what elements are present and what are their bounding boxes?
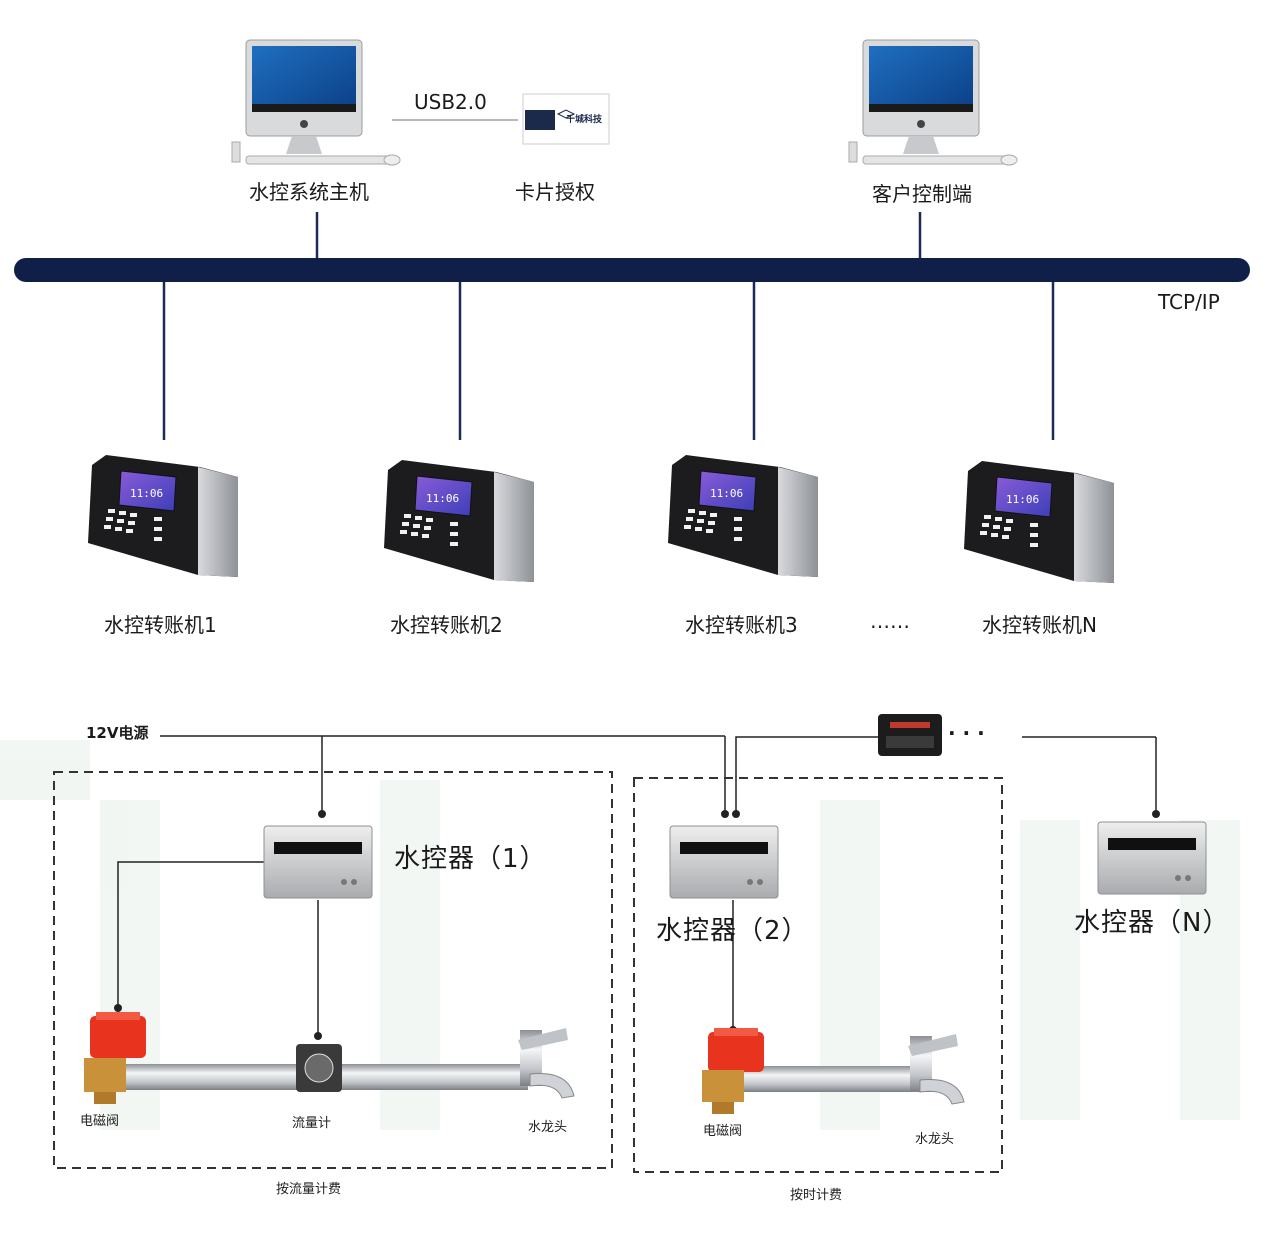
terminal-2-label: 水控转账机2 (390, 613, 503, 637)
water-controller-1-icon (263, 825, 373, 899)
faucet-1-icon (518, 1028, 575, 1099)
group-flow-label: 按流量计费 (276, 1182, 342, 1197)
usb-label: USB2.0 (414, 90, 487, 114)
valve-2-label: 电磁阀 (703, 1124, 743, 1139)
group-flow-billing-box (53, 771, 613, 1169)
faucet-2-icon (908, 1034, 965, 1105)
host-computer-icon (231, 39, 401, 166)
solenoid-valve-2-icon (708, 1032, 764, 1072)
client-computer-icon (848, 39, 1018, 166)
transfer-terminal-1-icon: 11:06 (88, 455, 238, 577)
pipe-assembly-2 (702, 1028, 965, 1114)
tap-2-label: 水龙头 (915, 1132, 955, 1147)
power-label: 12V电源 (86, 724, 149, 742)
solenoid-valve-1-icon (90, 1016, 146, 1058)
controller-1-label: 水控器（1） (394, 844, 547, 874)
transfer-terminal-2-icon (383, 459, 535, 583)
power-dots: · · · (948, 721, 985, 745)
controller-n-label: 水控器（N） (1074, 908, 1230, 938)
tcp-ip-label: TCP/IP (1158, 290, 1220, 314)
terminal-n-label: 水控转账机N (982, 613, 1097, 637)
terminal-1-label: 水控转账机1 (104, 613, 217, 637)
card-auth-label: 卡片授权 (515, 180, 595, 204)
transfer-terminal-n-icon (963, 460, 1115, 584)
power-supply-icon (878, 714, 942, 756)
background-watermark (0, 740, 1240, 1130)
flowmeter-icon (296, 1044, 342, 1092)
host-label: 水控系统主机 (249, 180, 369, 204)
water-controller-2-icon (669, 825, 779, 899)
card-reader-icon (522, 93, 610, 145)
group-time-label: 按时计费 (790, 1188, 843, 1203)
terminal-3-label: 水控转账机3 (685, 613, 798, 637)
group-time-billing-box (633, 777, 1003, 1173)
transfer-terminal-3-icon (667, 454, 819, 578)
water-controller-n-icon (1097, 821, 1207, 895)
tap-1-label: 水龙头 (528, 1120, 568, 1135)
valve-1-label: 电磁阀 (80, 1114, 120, 1129)
flowmeter-label: 流量计 (292, 1116, 332, 1131)
terminal-screen-time: 11:06 (130, 487, 163, 500)
client-label: 客户控制端 (872, 182, 972, 206)
controller-2-label: 水控器（2） (656, 916, 809, 946)
pipe-assembly-1 (84, 1012, 575, 1104)
power-wiring (117, 735, 1157, 1035)
tcp-ip-bus (14, 258, 1250, 282)
card-brand-label: 千城科技 (566, 115, 603, 125)
terminal-ellipsis: …… (870, 609, 910, 633)
